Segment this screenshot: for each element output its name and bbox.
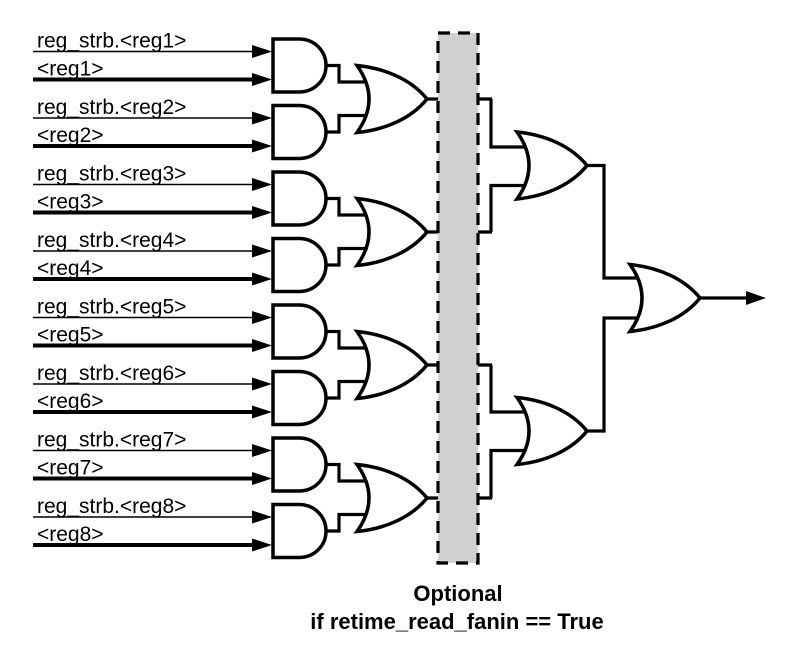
input-value-label: <reg2> bbox=[37, 124, 104, 147]
input-value-label: <reg4> bbox=[37, 257, 104, 280]
arrowhead-icon bbox=[252, 311, 272, 324]
input-value-label: <reg6> bbox=[37, 390, 104, 413]
arrowhead-icon bbox=[252, 405, 272, 419]
and-to-or-wire bbox=[326, 329, 372, 350]
and-gate-icon bbox=[271, 236, 328, 294]
or-gate-icon bbox=[355, 196, 429, 268]
optional-retime-region bbox=[436, 31, 480, 565]
input-strobe-label: reg_strb.<reg5> bbox=[37, 296, 186, 319]
input-row-4: reg_strb.<reg4> <reg4> bbox=[33, 229, 328, 294]
l1-to-l2-wire bbox=[489, 99, 533, 149]
or-gate-icon bbox=[628, 262, 702, 334]
and-to-or-wire bbox=[326, 63, 372, 84]
arrowhead-icon bbox=[252, 339, 272, 352]
and-to-or-wire bbox=[326, 512, 372, 533]
and-gate-icon bbox=[271, 303, 328, 360]
arrowhead-icon bbox=[252, 472, 272, 485]
input-value-label: <reg1> bbox=[37, 58, 104, 81]
input-strobe-label: reg_strb.<reg7> bbox=[37, 429, 186, 452]
input-value-label: <reg5> bbox=[37, 324, 104, 347]
input-strobe-label: reg_strb.<reg6> bbox=[37, 362, 186, 385]
arrowhead-icon bbox=[252, 538, 272, 552]
arrowhead-icon bbox=[252, 178, 272, 191]
arrowhead-icon bbox=[252, 510, 272, 524]
or-gate-icon bbox=[355, 462, 429, 534]
input-strobe-label: reg_strb.<reg1> bbox=[37, 30, 186, 53]
input-value-label: <reg8> bbox=[37, 523, 104, 546]
and-gate-icon bbox=[271, 170, 328, 227]
and-to-or-wire bbox=[326, 113, 372, 134]
output-arrowhead-icon bbox=[746, 291, 766, 305]
input-row-3: reg_strb.<reg3> <reg3> bbox=[33, 163, 328, 227]
or-gate-icon bbox=[355, 63, 429, 135]
l1-to-l2-wire bbox=[489, 448, 533, 498]
l2-to-final-wire bbox=[585, 163, 646, 280]
l1-to-l2-wire bbox=[489, 183, 533, 232]
input-row-2: reg_strb.<reg2> <reg2> bbox=[33, 96, 328, 161]
arrowhead-icon bbox=[252, 206, 272, 219]
caption-line2: if retime_read_fanin == True bbox=[310, 609, 603, 634]
and-to-or-wire bbox=[326, 196, 372, 217]
and-to-or-wire bbox=[326, 246, 372, 267]
arrowhead-icon bbox=[252, 244, 272, 258]
arrowhead-icon bbox=[252, 444, 272, 457]
and-gate-icon bbox=[271, 502, 328, 560]
input-value-label: <reg3> bbox=[37, 191, 104, 214]
arrowhead-icon bbox=[252, 139, 272, 153]
input-value-label: <reg7> bbox=[37, 457, 104, 480]
or-gate-icon bbox=[355, 329, 429, 401]
and-to-or-wire bbox=[326, 462, 372, 483]
input-strobe-label: reg_strb.<reg3> bbox=[37, 163, 186, 186]
arrowhead-icon bbox=[252, 45, 272, 58]
input-strobe-label: reg_strb.<reg4> bbox=[37, 229, 186, 252]
and-to-or-wire bbox=[326, 379, 372, 400]
input-rows: reg_strb.<reg1> <reg1> reg_strb.<reg2> <… bbox=[33, 30, 328, 560]
or-gate-icon bbox=[515, 395, 589, 467]
input-row-7: reg_strb.<reg7> <reg7> bbox=[33, 429, 328, 493]
caption-line1: Optional bbox=[413, 581, 502, 606]
input-strobe-label: reg_strb.<reg2> bbox=[37, 96, 186, 119]
or-level2 bbox=[515, 130, 646, 467]
l1-to-l2-wire bbox=[489, 365, 533, 414]
final-or bbox=[628, 262, 766, 334]
input-row-5: reg_strb.<reg5> <reg5> bbox=[33, 296, 328, 360]
arrowhead-icon bbox=[252, 111, 272, 125]
input-row-6: reg_strb.<reg6> <reg6> bbox=[33, 362, 328, 427]
arrowhead-icon bbox=[252, 73, 272, 86]
arrowhead-icon bbox=[252, 272, 272, 286]
input-row-8: reg_strb.<reg8> <reg8> bbox=[33, 495, 328, 560]
or-gate-icon bbox=[515, 130, 589, 201]
and-gate-icon bbox=[271, 103, 328, 161]
input-strobe-label: reg_strb.<reg8> bbox=[37, 495, 186, 518]
l2-to-final-wire bbox=[585, 316, 646, 433]
input-row-1: reg_strb.<reg1> <reg1> bbox=[33, 30, 328, 94]
and-gate-icon bbox=[271, 369, 328, 427]
arrowhead-icon bbox=[252, 377, 272, 391]
and-gate-icon bbox=[271, 37, 328, 94]
and-gate-icon bbox=[271, 436, 328, 493]
